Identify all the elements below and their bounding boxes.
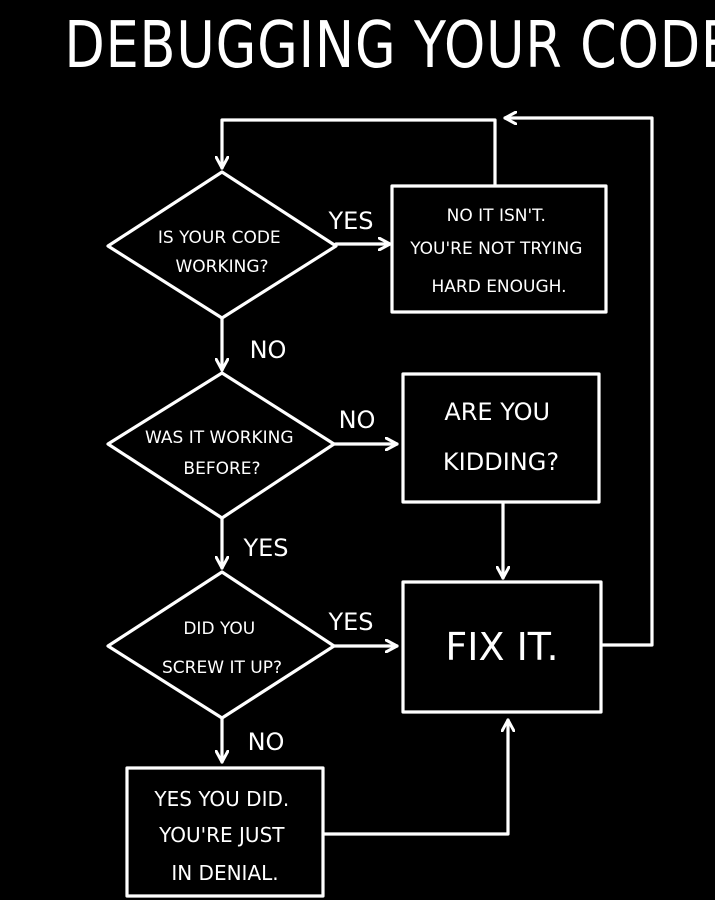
box-denial bbox=[125, 766, 325, 898]
diagram-title: DEBUGGING YOUR CODE bbox=[64, 9, 715, 83]
edge-label-q3-no: NO bbox=[248, 728, 285, 756]
edge-labels: YES NO NO YES YES NO bbox=[242, 207, 375, 756]
edge-fix-loop bbox=[503, 118, 654, 647]
box-kidding bbox=[401, 372, 601, 504]
edge-label-q1-no: NO bbox=[250, 336, 287, 364]
node-r1-line-1: NO IT ISN'T. bbox=[447, 206, 546, 226]
edge-r1-to-q1 bbox=[222, 118, 497, 187]
connectors bbox=[222, 118, 654, 836]
node-r3-line-3: IN DENIAL. bbox=[171, 861, 278, 885]
node-r3-line-1: YES YOU DID. bbox=[153, 787, 289, 811]
node-labels: IS YOUR CODE WORKING? NO IT ISN'T. YOU'R… bbox=[145, 206, 588, 885]
node-fix-label: FIX IT. bbox=[445, 625, 558, 669]
decision-code-working bbox=[106, 170, 338, 320]
edge-label-q3-yes: YES bbox=[327, 608, 373, 636]
node-fix-line-1: FIX IT. bbox=[445, 625, 558, 669]
edge-label-q1-yes: YES bbox=[327, 207, 373, 235]
edge-label-q2-no: NO bbox=[339, 406, 376, 434]
node-q2-line-2: BEFORE? bbox=[183, 459, 260, 479]
decision-working-before bbox=[106, 371, 336, 520]
node-q1-label: IS YOUR CODE WORKING? bbox=[158, 228, 286, 277]
box-not-trying bbox=[390, 184, 608, 314]
edge-label-q2-yes: YES bbox=[242, 534, 288, 562]
node-r2-line-2: KIDDING? bbox=[443, 448, 559, 476]
node-q2-label: WAS IT WORKING BEFORE? bbox=[145, 428, 299, 479]
node-r1-label: NO IT ISN'T. YOU'RE NOT TRYING HARD ENOU… bbox=[409, 206, 588, 297]
edge-r3-fix bbox=[321, 718, 508, 836]
node-q3-line-1: DID YOU bbox=[183, 619, 255, 639]
node-q2-line-1: WAS IT WORKING bbox=[145, 428, 294, 448]
node-q1-line-1: IS YOUR CODE bbox=[158, 228, 281, 248]
node-r3-line-2: YOU'RE JUST bbox=[158, 823, 285, 847]
shapes bbox=[106, 170, 608, 898]
node-q3-label: DID YOU SCREW IT UP? bbox=[162, 619, 282, 678]
node-r3-label: YES YOU DID. YOU'RE JUST IN DENIAL. bbox=[153, 787, 295, 885]
box-fix-it bbox=[401, 580, 603, 714]
node-r2-label: ARE YOU KIDDING? bbox=[443, 398, 559, 476]
decision-screw-up bbox=[106, 570, 336, 720]
node-q3-line-2: SCREW IT UP? bbox=[162, 658, 282, 678]
node-r1-line-3: HARD ENOUGH. bbox=[431, 277, 566, 297]
node-r1-line-2: YOU'RE NOT TRYING bbox=[409, 239, 582, 259]
node-q1-line-2: WORKING? bbox=[175, 257, 268, 277]
node-r2-line-1: ARE YOU bbox=[444, 398, 550, 426]
